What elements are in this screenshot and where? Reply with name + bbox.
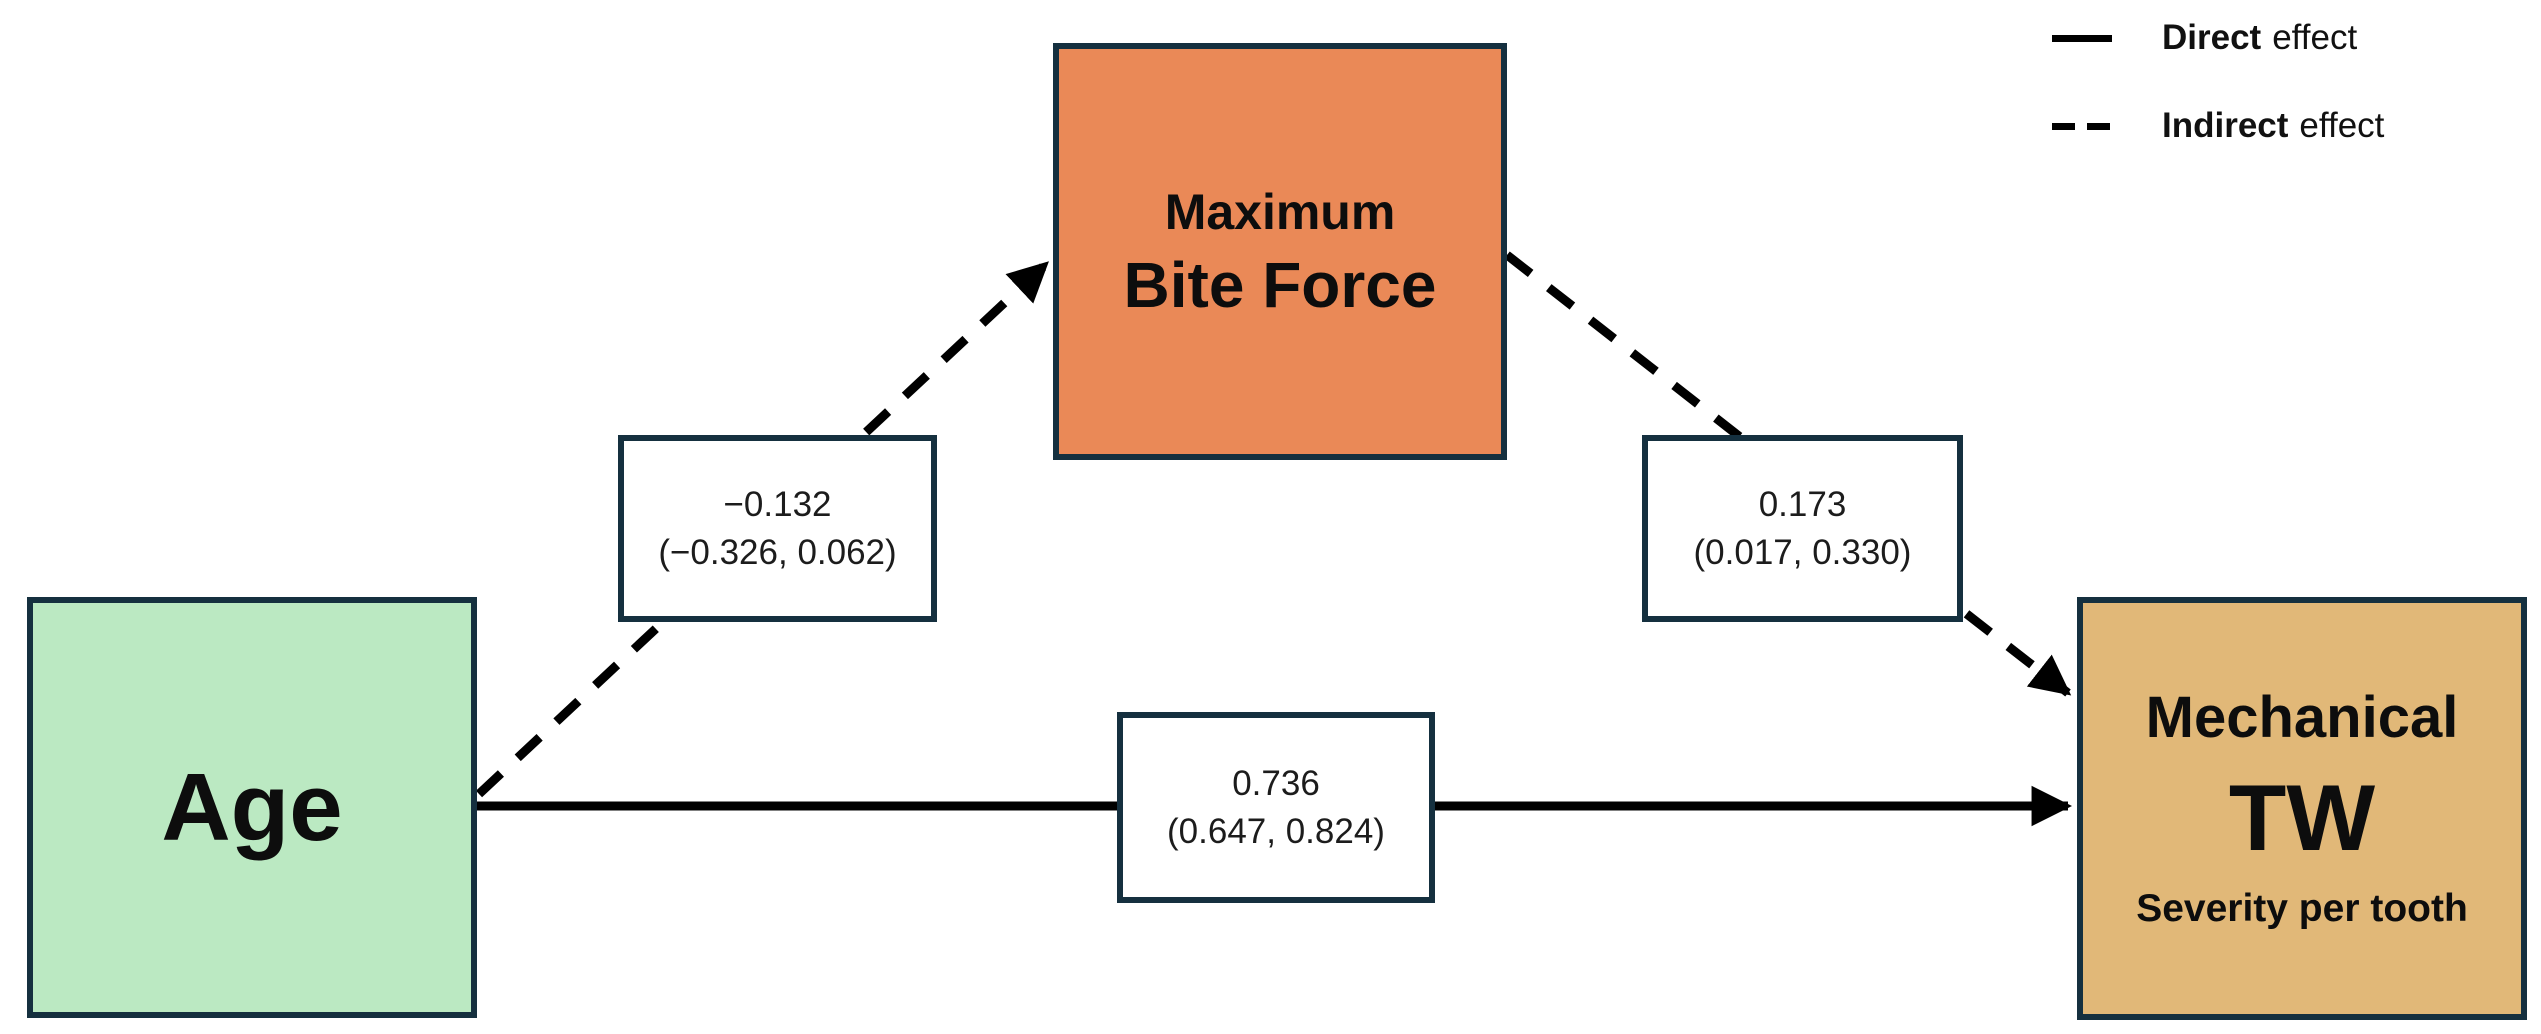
confidence-interval: (−0.326, 0.062) [658, 532, 897, 572]
dashed-line-sample [2052, 122, 2112, 130]
age-label: Age [161, 753, 343, 861]
node-bite-force: Maximum Bite Force [1053, 43, 1507, 460]
node-age: Age [27, 597, 477, 1018]
estimate-value: −0.132 [723, 485, 832, 525]
confidence-interval: (0.017, 0.330) [1693, 532, 1912, 572]
solid-line-sample [2052, 34, 2112, 42]
bite-force-label-line2: Bite Force [1123, 248, 1437, 321]
node-mechanical-tw: Mechanical TW Severity per tooth [2077, 597, 2527, 1020]
path-label-age-to-tw: 0.736 (0.647, 0.824) [1117, 712, 1435, 903]
path-label-age-to-biteforce: −0.132 (−0.326, 0.062) [618, 435, 937, 622]
confidence-interval: (0.647, 0.824) [1167, 811, 1385, 851]
estimate-value: 0.173 [1758, 485, 1847, 525]
mechanical-tw-label-line2: TW [2228, 765, 2376, 870]
estimate-value: 0.736 [1232, 764, 1320, 804]
path-label-biteforce-to-tw: 0.173 (0.017, 0.330) [1642, 435, 1963, 622]
mechanical-tw-label-line3: Severity per tooth [2136, 887, 2468, 930]
mechanical-tw-label-line1: Mechanical [2145, 685, 2459, 750]
bite-force-label-line1: Maximum [1164, 183, 1396, 240]
indirect-arrow-biteforce-to-tw [1504, 251, 2072, 697]
